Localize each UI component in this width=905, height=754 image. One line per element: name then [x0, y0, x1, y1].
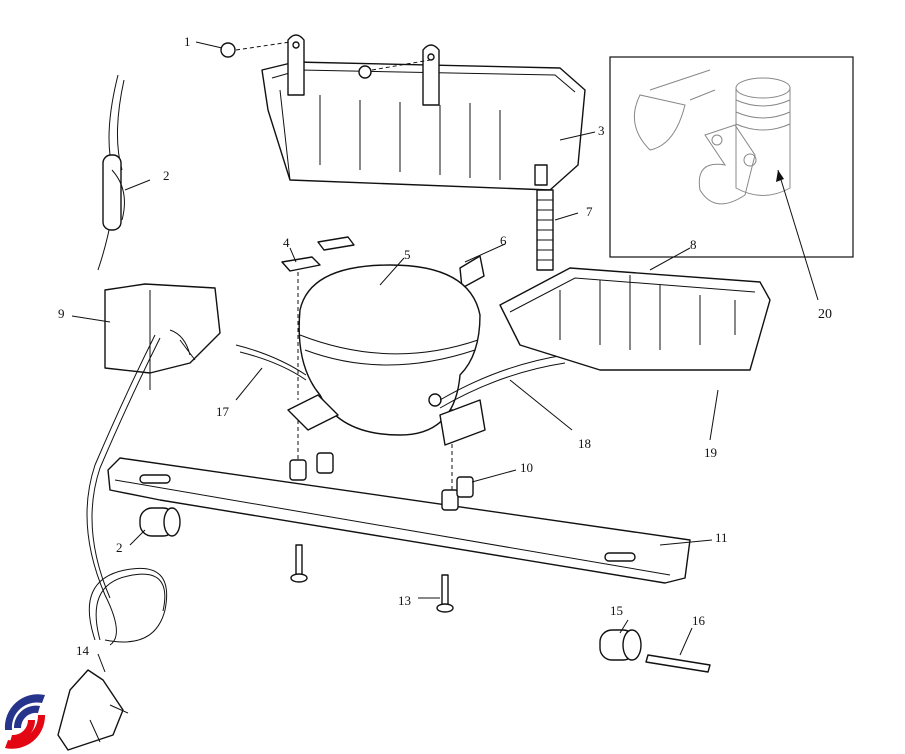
pipe-part-17 — [235, 344, 307, 381]
callout-19: 19 — [704, 445, 717, 460]
callout-9: 9 — [58, 306, 65, 321]
feet-part-13 — [290, 544, 454, 613]
capacitor-parts — [139, 507, 711, 673]
pipe-part-18 — [439, 354, 566, 409]
compressor-part-5 — [287, 264, 486, 446]
callout-17: 17 — [216, 404, 229, 419]
relay-box-part-9 — [86, 283, 221, 646]
callout-20: 20 — [818, 307, 832, 322]
callout-2: 2 — [163, 168, 170, 183]
sensor-part-2 — [97, 74, 125, 271]
callout-15: 15 — [610, 603, 623, 618]
callout-14: 14 — [76, 643, 89, 658]
callout-7: 7 — [586, 204, 593, 219]
callout-6: 6 — [500, 233, 507, 248]
callout-18: 18 — [578, 436, 591, 451]
base-tray-part-8 — [499, 267, 771, 371]
screw-part-1 — [220, 41, 431, 79]
callout-13: 13 — [398, 593, 411, 608]
callout-5: 5 — [404, 247, 411, 262]
detail-inset — [609, 56, 854, 301]
callout-2b: 2 — [116, 540, 123, 555]
callout-11: 11 — [715, 530, 728, 545]
drain-hose-part-7 — [536, 189, 554, 271]
callout-4: 4 — [283, 235, 290, 250]
brand-logo — [4, 694, 46, 749]
callout-1: 1 — [184, 34, 191, 49]
callout-8: 8 — [690, 237, 697, 252]
callout-10: 10 — [520, 460, 533, 475]
brackets-part-4-6 — [281, 236, 485, 530]
callout-16: 16 — [692, 613, 705, 628]
callout-3: 3 — [598, 123, 605, 138]
power-plug-part-14 — [57, 669, 129, 751]
drip-tray-part-3 — [261, 34, 586, 191]
grommets-part-10 — [289, 452, 474, 511]
leader-lines — [71, 41, 719, 673]
mounting-rail-part-11 — [107, 457, 691, 584]
